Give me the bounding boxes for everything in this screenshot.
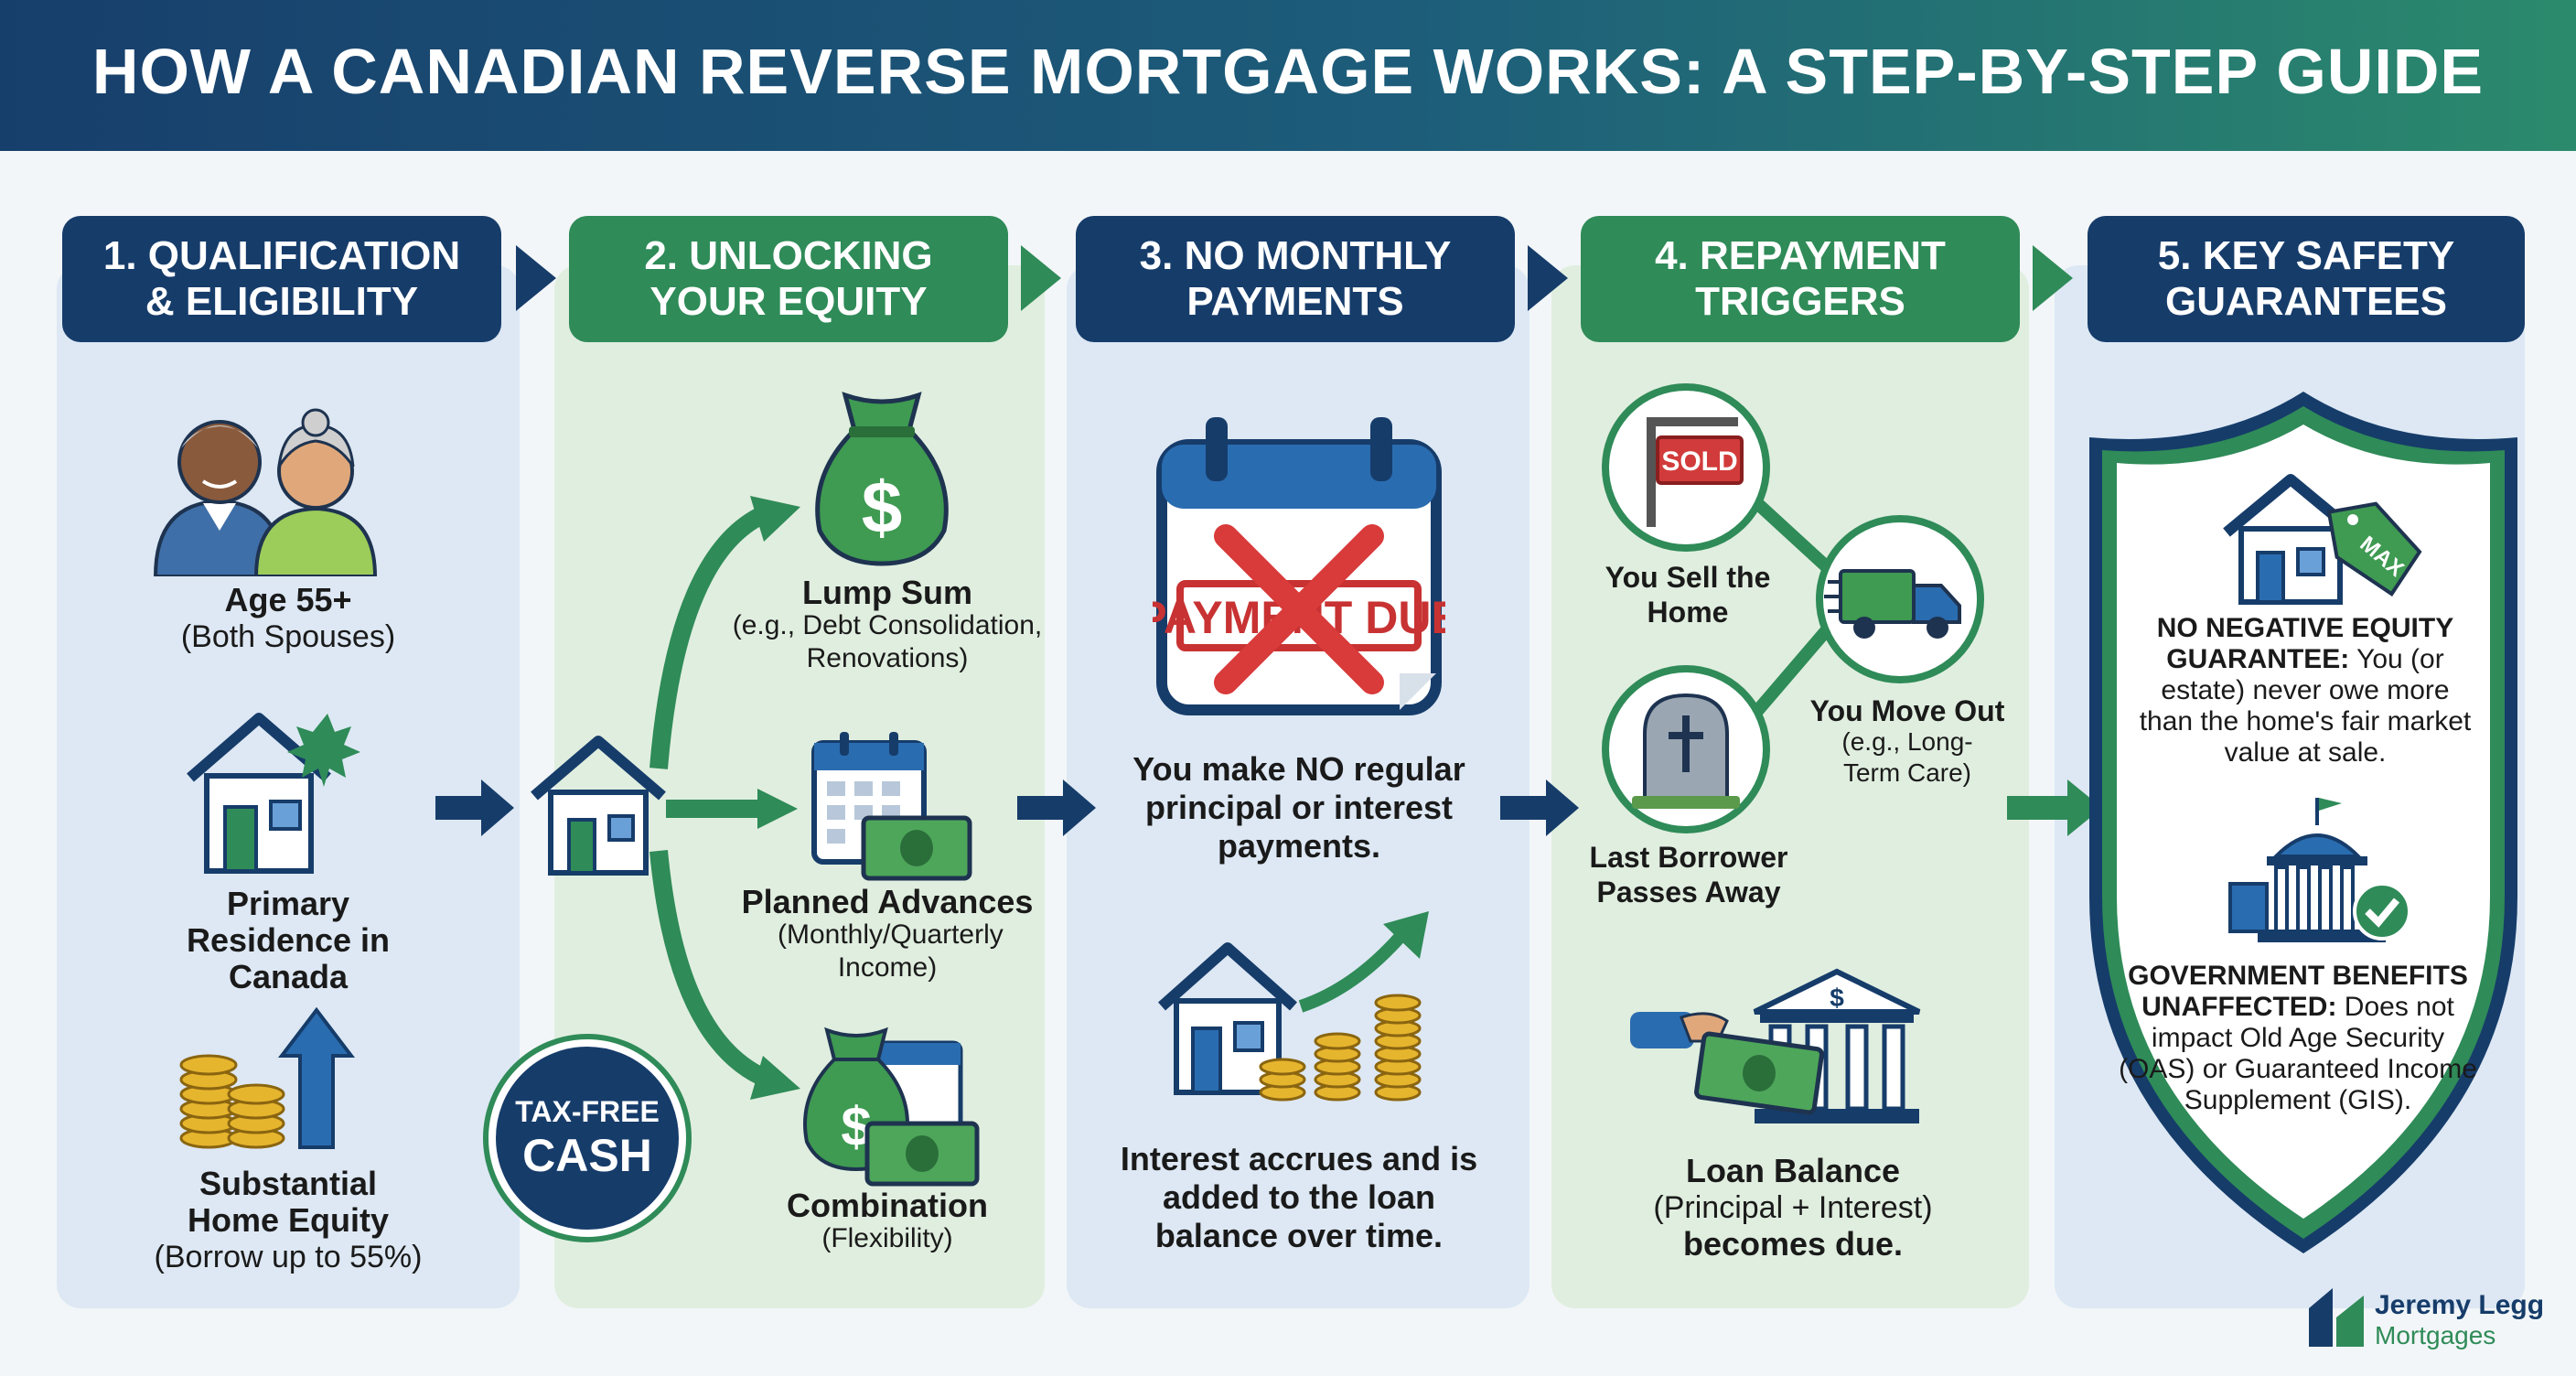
- house-source-icon: [531, 736, 666, 876]
- shield-icon: [2089, 392, 2517, 1253]
- coins-up-arrow-icon: [179, 1006, 355, 1149]
- government-benefits-unaffected: GOVERNMENT BENEFITS UNAFFECTED: Does not…: [2119, 961, 2477, 1115]
- step-1-header: 1. QUALIFICATION& ELIGIBILITY: [62, 216, 501, 342]
- trigger-sell-home: You Sell the Home: [1605, 561, 1771, 629]
- brand-name: Jeremy Legg: [2375, 1290, 2545, 1320]
- svg-text:$: $: [1830, 984, 1844, 1012]
- header-arrow-2: [1021, 245, 1061, 311]
- interest-accrues-statement: Interest accrues and is added to the loa…: [1120, 1140, 1478, 1254]
- header-arrow-4: [2033, 245, 2073, 311]
- page-title: HOW A CANADIAN REVERSE MORTGAGE WORKS: A…: [91, 36, 2485, 107]
- tombstone-icon: [1602, 665, 1770, 833]
- tax-free-cash-badge: TAX-FREE CASH: [488, 1039, 686, 1237]
- header-arrow-3: [1528, 245, 1568, 311]
- qualification-residence: Primary Residence in Canada: [186, 885, 391, 995]
- loan-balance-due: Loan Balance (Principal + Interest) beco…: [1653, 1152, 1933, 1263]
- equity-combination: Combination(Flexibility): [787, 1187, 988, 1254]
- flow-arrow-2: [1017, 779, 1096, 836]
- brand-sub: Mortgages: [2375, 1321, 2496, 1349]
- flow-arrow-4: [2007, 779, 2102, 836]
- title-banner: HOW A CANADIAN REVERSE MORTGAGE WORKS: A…: [0, 0, 2576, 151]
- senior-couple-icon: [153, 408, 378, 576]
- moving-truck-icon: [1816, 515, 1984, 683]
- equity-planned-advances: Planned Advances(Monthly/Quarterly Incom…: [741, 883, 1034, 984]
- header-arrow-1: [516, 245, 556, 311]
- sold-sign-icon: SOLD: [1602, 383, 1770, 552]
- house-max-tag-icon: MAX: [2223, 474, 2422, 605]
- trigger-move-out: You Move Out(e.g., Long-Term Care): [1809, 694, 2005, 787]
- flow-arrow-1: [435, 779, 514, 836]
- no-negative-equity-guarantee: NO NEGATIVE EQUITY GUARANTEE: You (or es…: [2139, 613, 2472, 768]
- bag-calendar-cash-icon: $: [803, 1027, 980, 1187]
- equity-lump-sum: Lump Sum(e.g., Debt Consolidation, Renov…: [732, 574, 1043, 674]
- qualification-age: Age 55+(Both Spouses): [180, 581, 396, 655]
- svg-text:SOLD: SOLD: [1661, 446, 1737, 477]
- crossed-calendar-icon: PAYMENT DUE: [1153, 417, 1445, 715]
- svg-text:$: $: [862, 467, 903, 548]
- calendar-cash-icon: [811, 732, 972, 881]
- no-payments-statement: You make NO regular principal or interes…: [1132, 750, 1465, 865]
- government-building-check-icon: [2228, 798, 2411, 942]
- brand-logo-icon: [2309, 1288, 2364, 1347]
- qualification-equity: Substantial Home Equity(Borrow up to 55%…: [154, 1165, 423, 1275]
- house-maple-leaf-icon: [187, 713, 360, 874]
- branch-arrows: [649, 496, 800, 1100]
- flow-arrow-3: [1500, 779, 1579, 836]
- trigger-passes-away: Last Borrower Passes Away: [1589, 841, 1788, 908]
- money-bag-icon: $: [815, 392, 949, 566]
- house-growing-coins-icon: [1158, 911, 1429, 1102]
- bank-cash-icon: $: [1630, 968, 1921, 1123]
